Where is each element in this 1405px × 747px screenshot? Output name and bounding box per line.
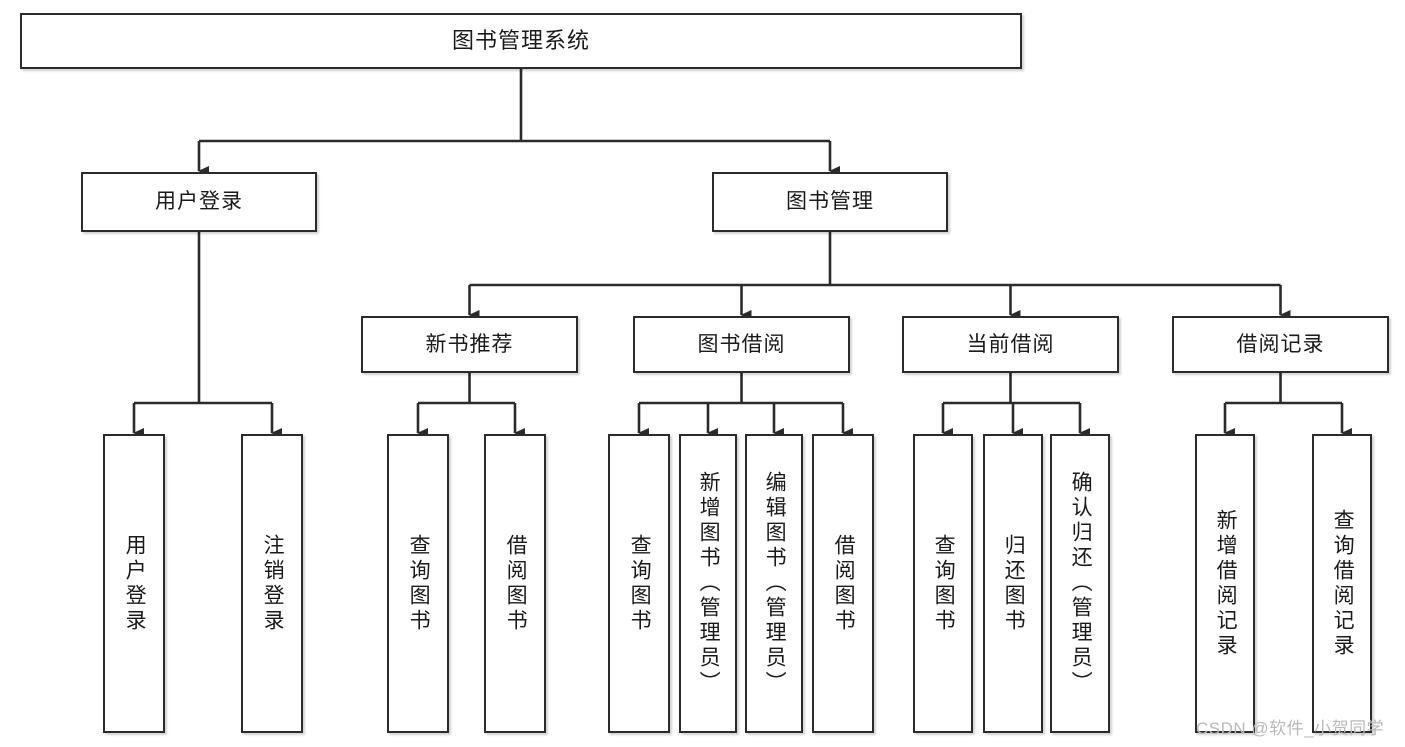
- node-leaf-add-record: 新增借阅记录: [1195, 434, 1255, 733]
- node-label: 图书借阅: [697, 332, 786, 356]
- node-label: 确认归还（管理员）: [1069, 471, 1093, 696]
- node-leaf-add-book: 新增图书（管理员）: [679, 434, 737, 733]
- node-label: 查询图书: [628, 533, 652, 634]
- node-user-login: 用户登录: [81, 172, 317, 232]
- node-leaf-query-book-3: 查询图书: [913, 434, 973, 733]
- node-label: 查询借阅记录: [1331, 508, 1355, 659]
- node-label: 借阅图书: [504, 533, 528, 634]
- node-label: 新增借阅记录: [1214, 508, 1238, 659]
- node-label: 图书管理: [786, 190, 874, 214]
- node-label: 归还图书: [1002, 533, 1026, 634]
- node-leaf-query-record: 查询借阅记录: [1312, 434, 1372, 733]
- node-label: 新增图书（管理员）: [697, 471, 721, 696]
- node-label: 编辑图书（管理员）: [763, 471, 787, 696]
- node-label: 用户登录: [123, 533, 147, 634]
- node-leaf-logout: 注销登录: [241, 434, 303, 733]
- node-leaf-user-login: 用户登录: [103, 434, 165, 733]
- node-label: 当前借阅: [966, 332, 1055, 356]
- node-leaf-edit-book: 编辑图书（管理员）: [745, 434, 803, 733]
- node-label: 新书推荐: [425, 332, 514, 356]
- node-leaf-query-book-1: 查询图书: [387, 434, 449, 733]
- node-leaf-return-book: 归还图书: [983, 434, 1043, 733]
- node-label: 借阅记录: [1236, 332, 1325, 356]
- node-label: 查询图书: [407, 533, 431, 634]
- node-label: 注销登录: [261, 533, 285, 634]
- node-label: 借阅图书: [832, 533, 856, 634]
- node-book-manage: 图书管理: [712, 172, 948, 232]
- csdn-watermark: CSDN @软件_小贺同学: [1196, 719, 1385, 738]
- node-label: 用户登录: [155, 190, 243, 214]
- node-label: 查询图书: [932, 533, 956, 634]
- node-root: 图书管理系统: [20, 13, 1022, 69]
- node-borrow-record: 借阅记录: [1172, 316, 1389, 373]
- node-leaf-confirm-return: 确认归还（管理员）: [1050, 434, 1110, 733]
- node-book-borrow: 图书借阅: [633, 316, 850, 373]
- node-leaf-borrow-book-1: 借阅图书: [484, 434, 546, 733]
- node-new-book-recommend: 新书推荐: [361, 316, 578, 373]
- node-label: 图书管理系统: [451, 27, 590, 53]
- node-leaf-query-book-2: 查询图书: [608, 434, 670, 733]
- node-current-borrow: 当前借阅: [902, 316, 1119, 373]
- node-leaf-borrow-book-2: 借阅图书: [812, 434, 874, 733]
